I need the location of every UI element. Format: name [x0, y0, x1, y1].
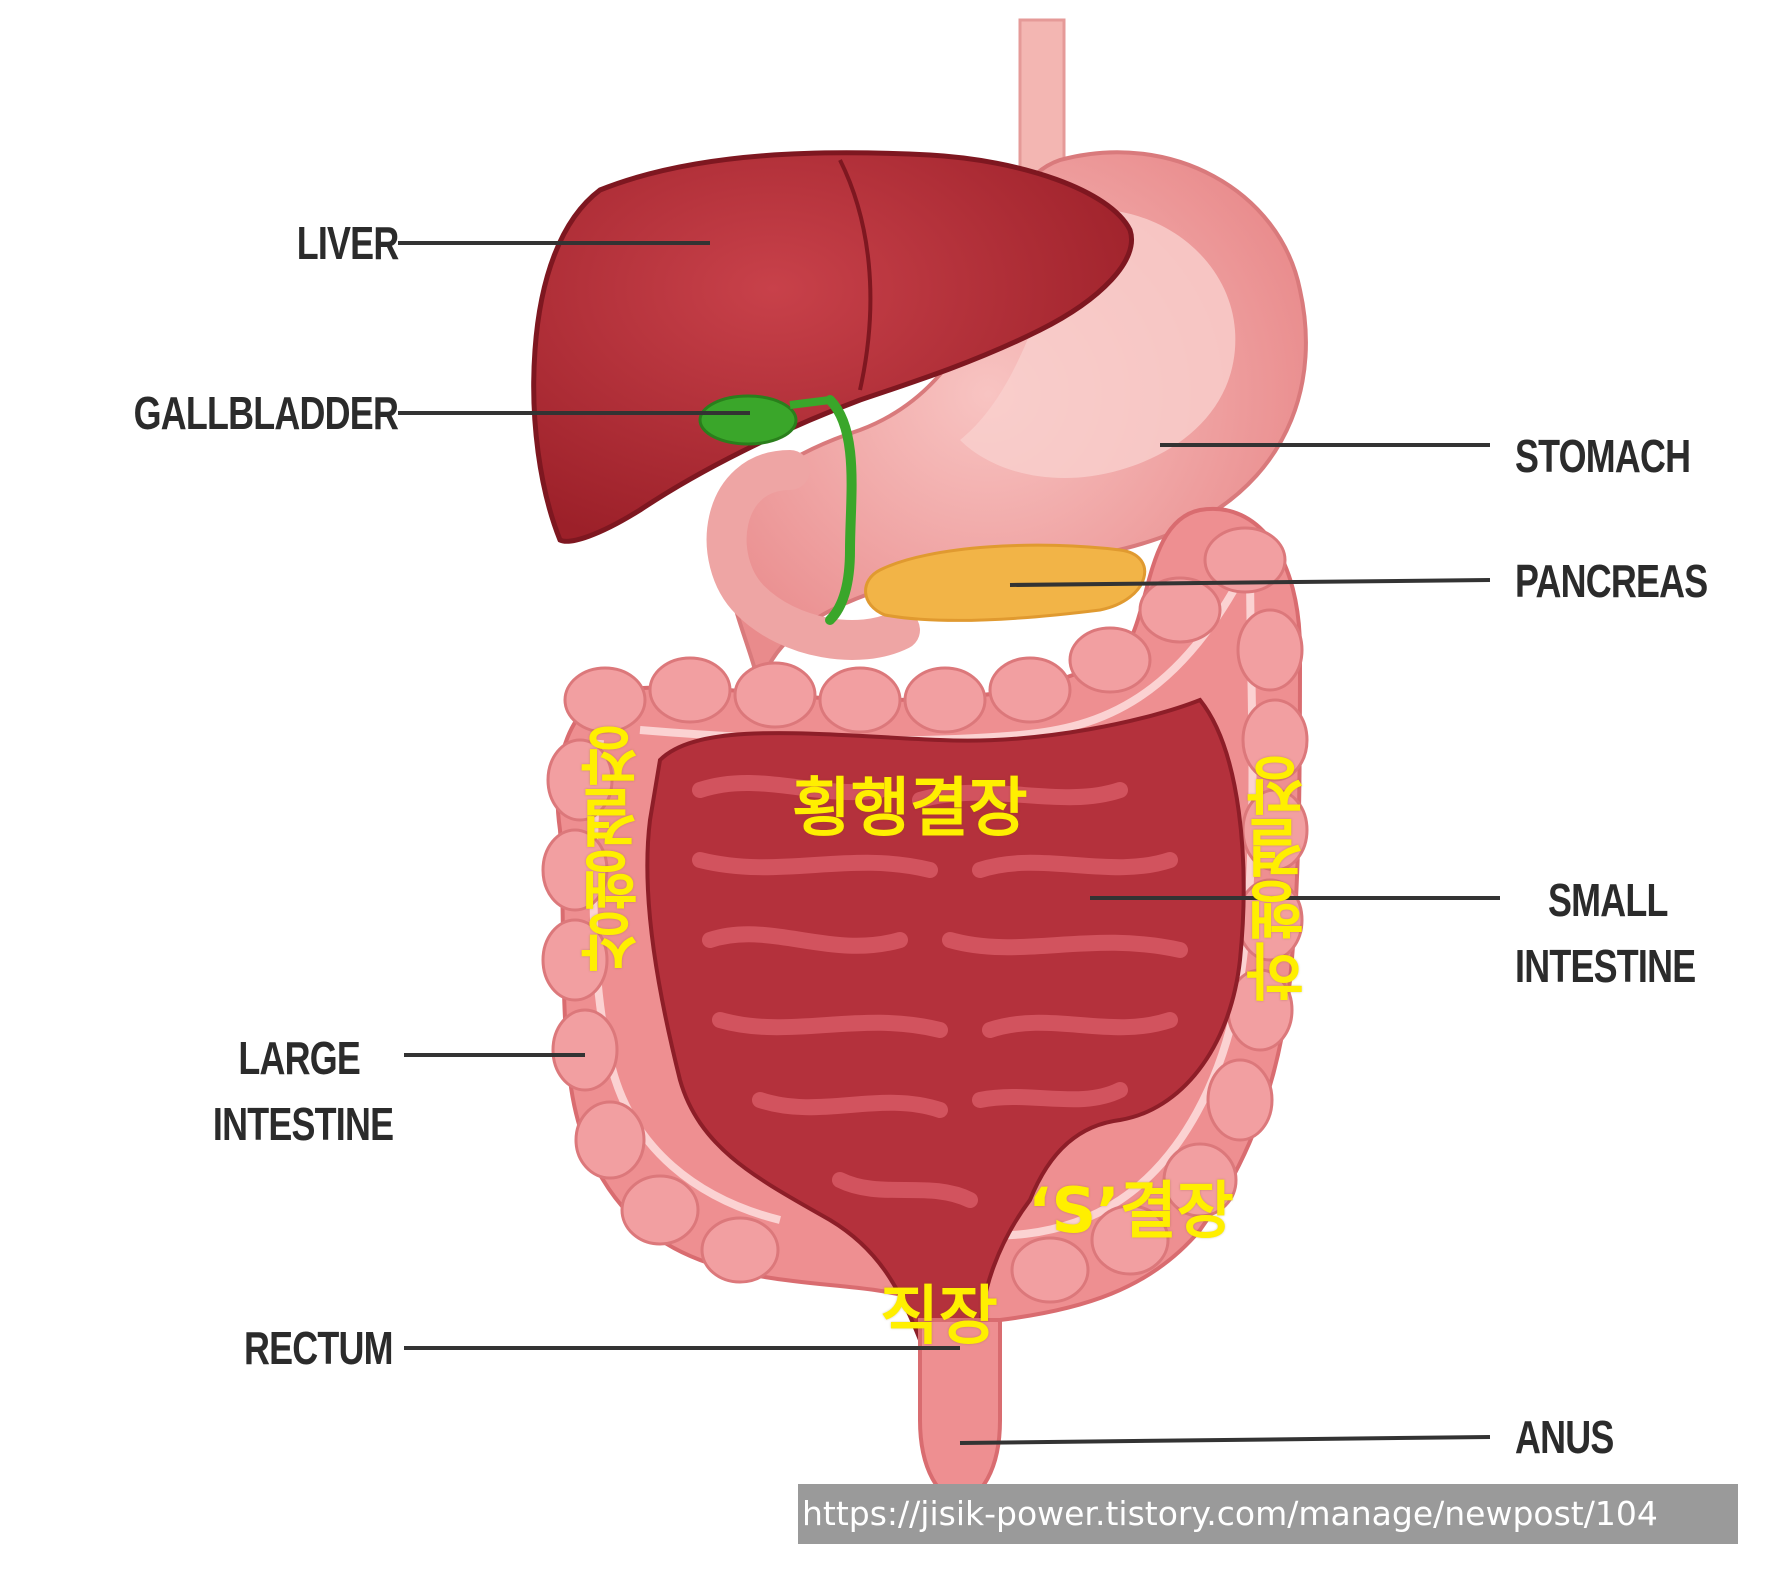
ko-transverse-colon: 횡행결장 [792, 772, 1028, 846]
source-url-watermark: https://jisik-power.tistory.com/manage/n… [798, 1484, 1738, 1544]
label-stomach: STOMACH [1515, 430, 1691, 482]
large-intestine-haustra [541, 526, 1309, 1304]
small-intestine-coils [692, 775, 1188, 1208]
bile-duct [825, 395, 857, 625]
pancreas-leader [1009, 578, 1491, 587]
ko-descending-colon: 하행결장 [1244, 755, 1317, 1003]
pancreas [864, 543, 1147, 622]
duodenum [706, 450, 920, 660]
label-large-intestine-line1: LARGE [238, 1032, 360, 1084]
label-large-intestine-line2: INTESTINE [212, 1098, 394, 1150]
label-small-intestine-line1: SMALL [1548, 874, 1668, 926]
label-pancreas: PANCREAS [1515, 555, 1708, 607]
liver [531, 150, 1134, 544]
liver-lobe-line [838, 159, 873, 391]
ko-ascending-colon: 상행결장 [578, 725, 651, 973]
ko-sigmoid-colon: ‘S’결장 [1028, 1174, 1234, 1247]
label-gallbladder: GALLBLADDER [133, 387, 399, 439]
cystic-duct [789, 396, 831, 409]
label-liver: LIVER [296, 217, 399, 269]
label-anus: ANUS [1515, 1411, 1614, 1463]
label-rectum: RECTUM [244, 1322, 394, 1374]
label-small-intestine-line2: INTESTINE [1515, 940, 1696, 992]
stomach-inner [960, 208, 1236, 479]
gallbladder [698, 394, 798, 446]
esophagus [1018, 18, 1066, 182]
ko-rectum: 직장 [880, 1280, 998, 1354]
anus-leader [959, 1435, 1491, 1445]
leader-lines [398, 241, 1500, 1445]
